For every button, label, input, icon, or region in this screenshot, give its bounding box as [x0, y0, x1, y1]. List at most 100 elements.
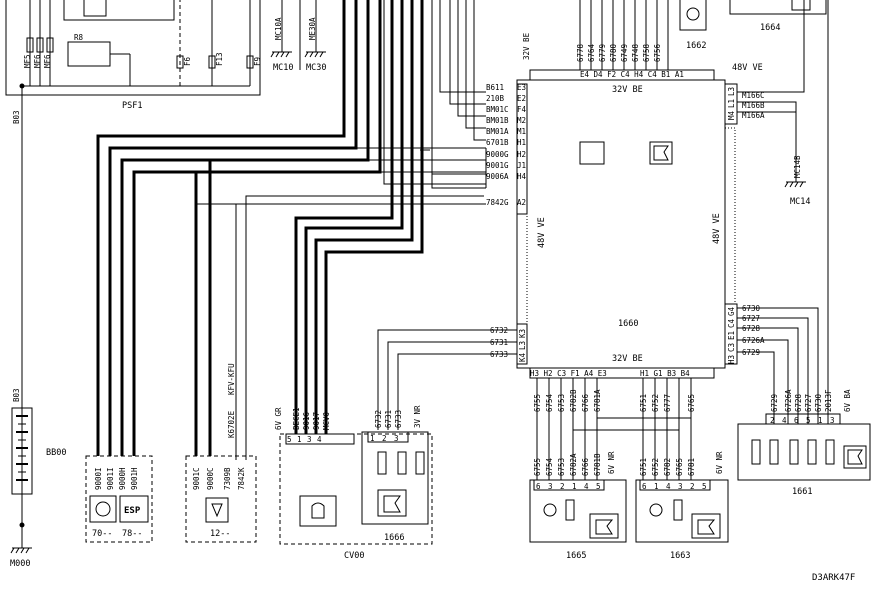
conn-1664-label: 1664 — [760, 23, 780, 33]
b03-mid-label: B03 — [12, 388, 21, 402]
left-bottom-wire-label: 6732 — [490, 326, 508, 335]
top-wire-label: 6780 — [609, 43, 618, 62]
k12-wire-label: 9000C — [206, 467, 215, 490]
ecu-left-pin-label: F4 — [517, 105, 527, 114]
v6nr-b-label: 6V NR — [715, 451, 724, 474]
harness-thin — [110, 0, 487, 460]
ecu-left-wire-label: 210B — [486, 94, 505, 103]
right-bottom-wires — [737, 307, 819, 424]
c1665-pin-label: 5 — [596, 482, 601, 491]
ecu-left-wire-label: 6701B — [486, 138, 509, 147]
c1666-wire-label: 6732 — [374, 410, 383, 428]
ecu-bottom-pins-b: H1 G1 B3 B4 — [640, 369, 690, 378]
top-wires — [579, 0, 669, 70]
c1663-wire-label: 6752 — [651, 458, 660, 476]
c1663-pin-label: 1 — [654, 482, 659, 491]
c1661-wire-label: 6730 — [814, 393, 823, 412]
right-bottom-pin-label: G4 — [727, 306, 736, 316]
c1665-pin-label: 2 — [560, 482, 565, 491]
v32be-mid-label: 32V BE — [522, 32, 531, 60]
c1661-wire-label: 6727 — [804, 394, 813, 412]
me30a-label: ME30A — [308, 17, 317, 40]
mc10-ground — [270, 0, 292, 58]
left-bottom-wire-label: 6733 — [490, 350, 508, 359]
right-bottom-wire-label: 6727 — [742, 314, 760, 323]
v6gr-label: 6V GR — [274, 407, 283, 430]
right-top-pin-label: M4 — [727, 110, 736, 120]
mf6a-label: MF6 — [33, 54, 42, 68]
v48ve-right-label: 48V VE — [712, 213, 722, 244]
ecu-left-wire-label: 9000G — [486, 150, 509, 159]
ecu-left-pin-label: H1 — [517, 138, 526, 147]
psf1-label: PSF1 — [122, 101, 142, 111]
c1663-pin-label: 4 — [666, 482, 671, 491]
right-top-wire-label: M166A — [742, 111, 765, 120]
c1663-pin-label: 3 — [678, 482, 683, 491]
v3nr-label: 3V NR — [413, 405, 422, 428]
cv00-pin-label: 4 — [317, 435, 322, 444]
ecu-left-pin-label: M1 — [517, 127, 526, 136]
c1665-pin-label: 1 — [572, 482, 577, 491]
r78-label: 78-- — [122, 529, 142, 539]
c1665-wire-label: 6782A — [569, 453, 578, 476]
bottom-a-wire-label: 6781A — [593, 389, 602, 412]
right-bottom-wire-label: 6726A — [742, 336, 765, 345]
bottom-b-wire-label: 6765 — [687, 394, 696, 412]
bb00-wire-label: 9000H — [118, 467, 127, 490]
conn-1666-label: 1666 — [384, 533, 404, 543]
f13-label: F13 — [215, 52, 224, 66]
top-wire-label: 6778 — [576, 43, 585, 62]
esp-label: ESP — [124, 506, 141, 516]
left-bottom-pin-label: L3 — [518, 341, 527, 350]
mc14-label: MC14 — [790, 197, 810, 207]
c1663-wire-label: 6781 — [687, 458, 696, 476]
left-bottom-pin-label: K4 — [518, 352, 527, 362]
c1666-pin-label: 3 — [394, 434, 399, 443]
c1663-pin-label: 6 — [642, 482, 647, 491]
c1665-wire-label: 6766 — [581, 457, 590, 476]
conn-1663-label: 1663 — [670, 551, 690, 561]
bottom-a-wire-label: 6755 — [533, 394, 542, 412]
bottom-a-wire-label: 6754 — [545, 393, 554, 412]
mc10-label: MC10 — [273, 63, 293, 73]
c1663-pin-label: 5 — [702, 482, 707, 491]
ecu-top-pins: E4 D4 F2 C4 H4 C4 B1 A1 — [580, 70, 684, 79]
ecu-left-pin-label: H2 — [517, 150, 526, 159]
ecu-left-pin-label: J1 — [517, 161, 526, 170]
right-bottom-wire-label: 6730 — [742, 304, 761, 313]
mc30-label: MC30 — [306, 63, 326, 73]
c1663-wire-label: 6765 — [675, 458, 684, 476]
bottom-a-wire-label: 6766 — [581, 393, 590, 412]
ecu-1660-label: 1660 — [618, 319, 638, 329]
v32be-bot-label: 32V BE — [612, 354, 643, 364]
c1661-wire-label: 6726A — [784, 389, 793, 412]
right-top-wires — [737, 0, 829, 424]
c1661-wire-label: 6728 — [794, 393, 803, 412]
cv00-pin-label: 1 — [297, 435, 302, 444]
cv00-wire-label: 9017 — [312, 412, 321, 430]
ecu-left-pin-label: A2 — [517, 198, 526, 207]
r8-label: R8 — [74, 33, 84, 42]
module-70-78 — [85, 455, 153, 543]
mf5-label: MF5 — [23, 54, 32, 68]
c1665-wire-label: 6755 — [533, 458, 542, 476]
c1665-wire-label: 6754 — [545, 457, 554, 476]
right-top-pin-label: L3 — [727, 87, 736, 96]
m000-label: M000 — [10, 559, 30, 569]
f9-label: F9 — [253, 57, 262, 66]
c1661-pin-label: 3 — [830, 416, 835, 425]
ecu-left-wire-label: B611 — [486, 83, 504, 92]
cv00-wire-label: 9016 — [302, 411, 311, 430]
ecu-left-wire-label: BM01B — [486, 116, 509, 125]
c1663-wire-label: 6782 — [663, 458, 672, 476]
bottom-a-wire-label: 6753 — [557, 394, 566, 412]
